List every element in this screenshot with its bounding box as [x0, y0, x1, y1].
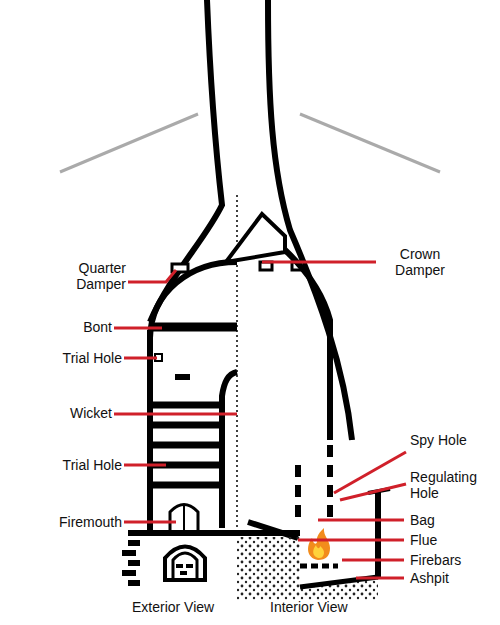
firemouth-arch	[173, 553, 197, 578]
bont	[150, 323, 237, 332]
firemouth	[170, 505, 198, 531]
part-label: Bag	[410, 512, 495, 528]
ground-fill	[237, 537, 300, 600]
firemouth-exterior	[165, 547, 205, 581]
part-label: Exterior View	[132, 599, 242, 615]
part-label: Interior View	[270, 599, 380, 615]
oven-wall	[147, 330, 153, 532]
crown-damper	[226, 214, 285, 262]
flame-core	[313, 545, 324, 558]
leader-line	[262, 261, 376, 264]
part-label: Firemouth	[22, 514, 122, 530]
leader-line	[114, 413, 237, 416]
leader-line	[356, 577, 404, 580]
leader-line	[340, 484, 406, 500]
bont	[148, 422, 222, 429]
firebars	[300, 564, 338, 569]
firemouth-bar	[183, 506, 185, 530]
leader-line	[342, 559, 404, 562]
outer-wall	[375, 490, 381, 577]
brick	[128, 560, 140, 566]
bont	[148, 402, 222, 409]
brick	[180, 571, 187, 575]
brick	[122, 570, 136, 576]
part-label: Flue	[410, 532, 495, 548]
part-label: Spy Hole	[410, 432, 495, 448]
part-label: Ashpit	[410, 570, 495, 586]
part-label: Crown Damper	[380, 246, 460, 278]
part-label: Trial Hole	[22, 350, 122, 366]
bont	[175, 374, 190, 380]
flame	[308, 528, 330, 560]
leader-lines	[114, 262, 406, 578]
leader-line	[114, 327, 162, 330]
flue	[248, 522, 298, 538]
leader-line	[124, 357, 157, 360]
part-label: Quarter Damper	[56, 260, 126, 292]
roof-line	[60, 114, 198, 172]
brick	[122, 550, 136, 556]
brick	[176, 564, 183, 568]
bont	[148, 482, 222, 489]
brick	[128, 580, 140, 586]
roof-line	[300, 114, 440, 172]
part-label: Regulating Hole	[410, 469, 490, 501]
oven-dome	[150, 262, 237, 338]
ground-fill	[300, 578, 378, 600]
brick	[186, 564, 193, 568]
part-label: Wicket	[32, 405, 112, 421]
part-label: Firebars	[410, 552, 495, 568]
part-label: Bont	[52, 319, 112, 335]
oven-inner-wall	[285, 250, 330, 440]
leader-line	[128, 270, 176, 282]
brickwork	[122, 540, 140, 586]
bag-wall	[295, 465, 301, 522]
brickwork	[176, 564, 193, 575]
leader-line	[124, 464, 166, 467]
brick	[128, 540, 140, 546]
hovel-wall	[268, 0, 352, 440]
wicket-wall	[222, 372, 237, 528]
leader-line	[124, 521, 176, 524]
spy-hole-wall	[327, 445, 333, 520]
part-label: Trial Hole	[22, 457, 122, 473]
bont	[148, 442, 222, 449]
leader-line	[318, 519, 404, 522]
leader-line	[298, 539, 404, 542]
